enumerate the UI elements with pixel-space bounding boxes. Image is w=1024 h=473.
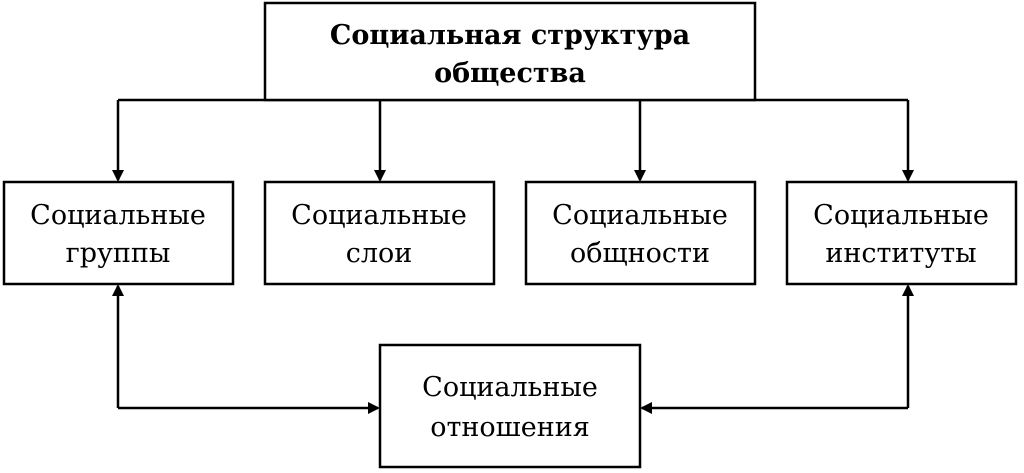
node-label-line1: Социальные — [291, 200, 467, 231]
node-box — [263, 1, 757, 102]
node-label-line1: Социальные — [30, 200, 206, 231]
node-box — [263, 180, 496, 286]
node-label-line1: Социальные — [813, 200, 989, 231]
node-label-line1: Социальная структура — [330, 20, 690, 51]
node-label-line1: Социальные — [552, 200, 728, 231]
node-label-line2: группы — [66, 238, 171, 269]
node-social-structure: Социальная структура общества — [263, 1, 757, 102]
node-social-communities: Социальные общности — [524, 180, 757, 286]
node-box — [2, 180, 235, 286]
node-label-line2: общности — [570, 238, 710, 269]
node-label-line2: слои — [346, 238, 413, 269]
node-social-relations: Социальные отношения — [378, 343, 642, 469]
node-label-line2: институты — [825, 238, 976, 269]
node-box — [785, 180, 1018, 286]
node-label-line2: отношения — [430, 412, 590, 443]
node-box — [524, 180, 757, 286]
node-label-line2: общества — [434, 58, 586, 89]
node-label-line1: Социальные — [422, 372, 598, 403]
node-social-layers: Социальные слои — [263, 180, 496, 286]
node-social-groups: Социальные группы — [2, 180, 235, 286]
node-box — [378, 343, 642, 469]
node-social-institutions: Социальные институты — [785, 180, 1018, 286]
